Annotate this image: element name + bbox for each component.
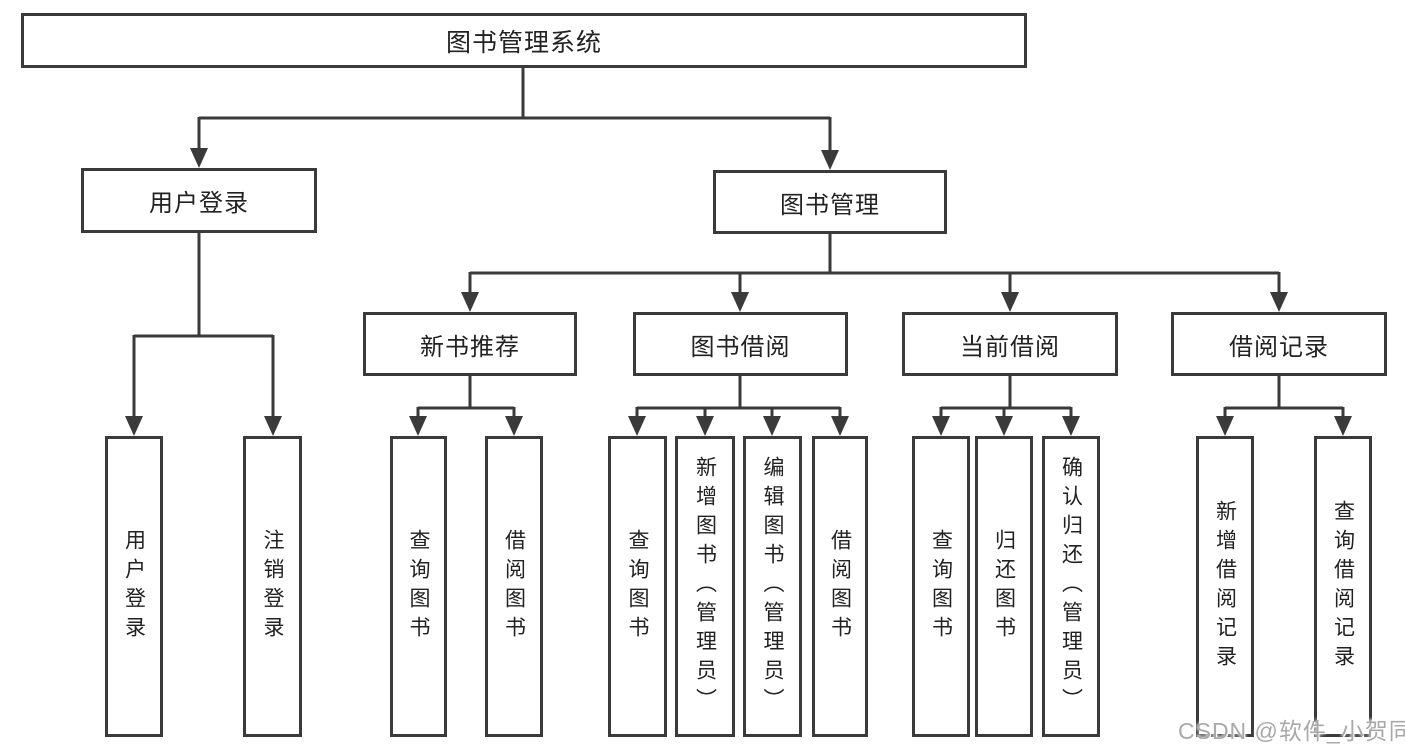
node-book-management: 图书管理 [713, 170, 947, 234]
node-user-login: 用户登录 [81, 168, 317, 233]
leaf-label: 借阅图书 [828, 528, 852, 645]
leaf-query-books-recommend: 查询图书 [390, 436, 447, 737]
leaf-query-books-borrowing: 查询图书 [608, 436, 667, 737]
leaf-borrow-books-borrowing: 借阅图书 [812, 436, 868, 737]
leaf-label: 查询借阅记录 [1331, 499, 1355, 674]
leaf-add-book-admin: 新增图书（管理员） [675, 436, 735, 737]
leaf-label: 借阅图书 [502, 528, 526, 645]
csdn-watermark: CSDN @软件_小贺同学 [1178, 718, 1405, 744]
leaf-return-books: 归还图书 [975, 436, 1033, 737]
node-borrowing-records: 借阅记录 [1171, 312, 1387, 376]
leaf-label: 查询图书 [929, 528, 953, 645]
leaf-confirm-return-admin: 确认归还（管理员） [1042, 436, 1100, 737]
leaf-edit-book-admin: 编辑图书（管理员） [743, 436, 802, 737]
leaf-label: 确认归还（管理员） [1059, 456, 1083, 717]
leaf-label: 新增图书（管理员） [693, 456, 717, 717]
leaf-logout: 注销登录 [243, 436, 302, 737]
node-book-borrowing: 图书借阅 [633, 312, 848, 376]
leaf-label: 查询图书 [407, 528, 430, 645]
node-new-book-recommendation: 新书推荐 [363, 312, 577, 376]
leaf-label: 新增借阅记录 [1213, 499, 1237, 674]
leaf-query-borrow-record: 查询借阅记录 [1314, 436, 1372, 737]
node-library-management-system: 图书管理系统 [21, 13, 1027, 68]
leaf-borrow-books-recommend: 借阅图书 [485, 436, 543, 737]
leaf-label: 用户登录 [122, 528, 146, 645]
leaf-label: 归还图书 [992, 528, 1016, 645]
node-current-borrowing: 当前借阅 [902, 312, 1118, 376]
leaf-label: 查询图书 [626, 528, 649, 645]
leaf-label: 注销登录 [261, 528, 284, 645]
leaf-add-borrow-record: 新增借阅记录 [1196, 436, 1254, 737]
leaf-query-books-current: 查询图书 [912, 436, 970, 737]
leaf-label: 编辑图书（管理员） [761, 456, 784, 717]
leaf-user-login: 用户登录 [105, 436, 163, 737]
